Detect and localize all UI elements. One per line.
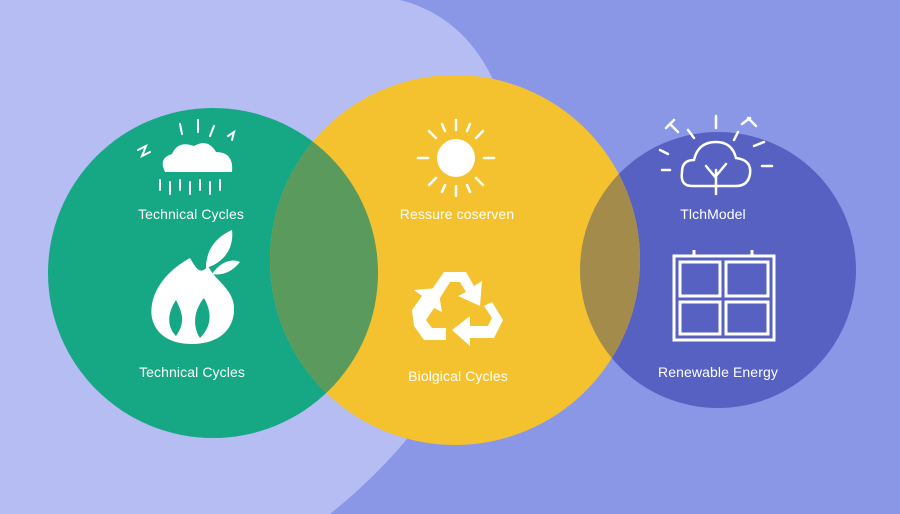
label-tlch-model: TlchModel — [680, 206, 746, 222]
sun-icon — [416, 118, 496, 198]
label-biological-cycles: Biolgical Cycles — [408, 368, 508, 384]
circle-renewable-energy — [580, 132, 856, 408]
label-technical-cycles-top: Technical Cycles — [138, 206, 244, 222]
solar-panel-icon — [672, 250, 776, 342]
label-renewable-energy: Renewable Energy — [658, 364, 778, 380]
label-technical-cycles-bottom: Technical Cycles — [139, 364, 245, 380]
cloud-tree-icon — [658, 114, 774, 196]
circle-biological-cycles — [270, 75, 640, 445]
label-ressure-coserven: Ressure coserven — [399, 206, 515, 222]
recycle-icon — [412, 272, 503, 346]
cloud-rain-icon — [137, 119, 236, 195]
leaf-flame-icon — [151, 230, 240, 344]
